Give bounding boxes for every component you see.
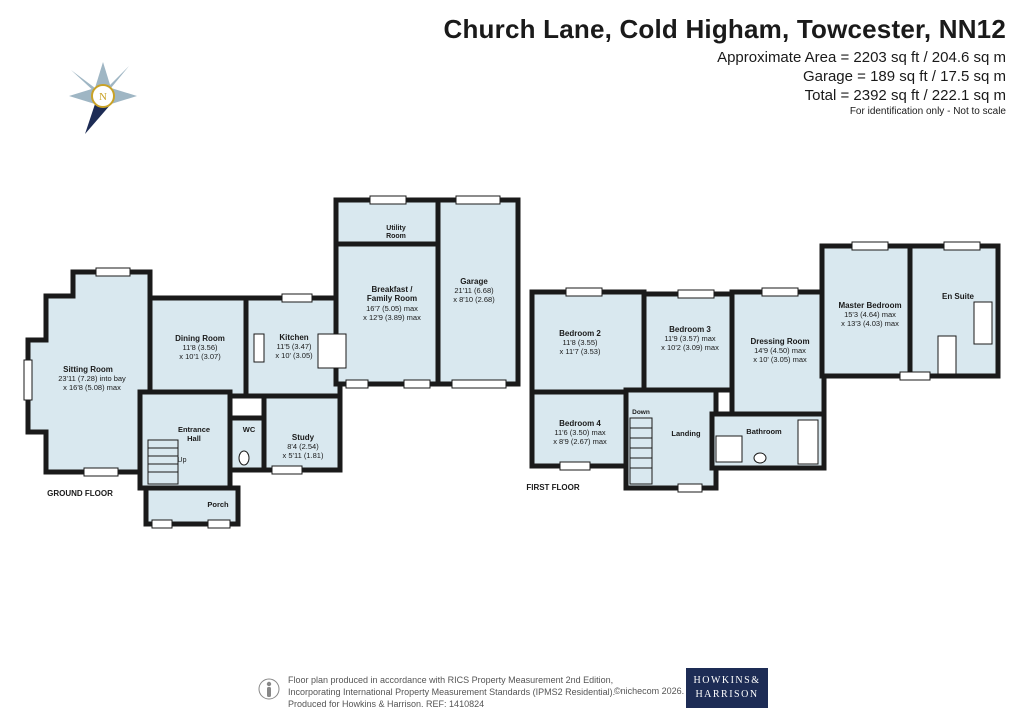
breakfast-dim1: 16'7 (5.05) max <box>366 304 418 313</box>
sitting-room-label: Sitting Room <box>63 365 113 374</box>
area-summary: Approximate Area = 2203 sq ft / 204.6 sq… <box>717 48 1006 105</box>
howkins-harrison-logo: HOWKINS& HARRISON <box>686 668 768 708</box>
bedroom-3-dim1: 11'9 (3.57) max <box>664 334 716 343</box>
staircase-first <box>629 417 653 485</box>
stairs-down-label: Down <box>632 409 650 416</box>
first-floor-label: FIRST FLOOR <box>526 483 580 492</box>
bedroom-3-dim2: x 10'2 (3.09) max <box>661 343 719 352</box>
footer-line-3: Produced for Howkins & Harrison. REF: 14… <box>288 699 485 709</box>
bedroom-4-dim2: x 8'9 (2.67) max <box>553 437 607 446</box>
garage-dim1: 21'11 (6.68) <box>454 286 494 295</box>
person-icon <box>258 678 280 700</box>
landing-label: Landing <box>671 429 701 438</box>
svg-text:N: N <box>99 91 107 103</box>
master-bedroom-dim1: 15'3 (4.64) max <box>844 310 896 319</box>
wc-label: WC <box>243 425 256 434</box>
landing <box>623 387 719 491</box>
breakfast-label-1: Breakfast / <box>372 285 414 294</box>
garage-dim2: x 8'10 (2.68) <box>453 295 495 304</box>
compass-icon: N <box>69 62 137 134</box>
dressing-room-dim2: x 10' (3.05) max <box>753 355 807 364</box>
bedroom-4-label: Bedroom 4 <box>559 419 601 428</box>
kitchen-dim2: x 10' (3.05) <box>275 351 313 360</box>
total-area: Total = 2392 sq ft / 222.1 sq m <box>804 87 1006 104</box>
sitting-room-dim1: 23'11 (7.28) into bay <box>58 374 126 383</box>
footer-line-2: Incorporating International Property Mea… <box>288 687 616 697</box>
study-label: Study <box>292 433 315 442</box>
ground-floor-label: GROUND FLOOR <box>47 489 113 498</box>
master-bedroom <box>819 243 913 379</box>
footer-text: Floor plan produced in accordance with R… <box>288 674 615 710</box>
entrance-label-1: Entrance <box>178 425 210 434</box>
breakfast-label-2: Family Room <box>367 294 417 303</box>
disclaimer: For identification only - Not to scale <box>849 106 1006 117</box>
utility-label-2: Room <box>386 233 406 240</box>
staircase-ground <box>147 439 179 485</box>
bedroom-2-label: Bedroom 2 <box>559 329 601 338</box>
footer-line-1: Floor plan produced in accordance with R… <box>288 675 614 685</box>
dressing-room-dim1: 14'9 (4.50) max <box>754 346 806 355</box>
dressing-room-label: Dressing Room <box>750 337 809 346</box>
master-bedroom-dim2: x 13'3 (4.03) max <box>841 319 899 328</box>
breakfast-dim2: x 12'9 (3.89) max <box>363 313 421 322</box>
nichecom-credit: ©nichecom 2026. <box>614 686 685 696</box>
sitting-room-dim2: x 16'8 (5.08) max <box>63 383 121 392</box>
garage-area: Garage = 189 sq ft / 17.5 sq m <box>802 68 1006 85</box>
bedroom-2-dim1: 11'8 (3.55) <box>562 338 598 347</box>
entrance-label-2: Hall <box>187 434 201 443</box>
en-suite-label: En Suite <box>942 292 975 301</box>
stairs-up-label: Up <box>178 457 187 464</box>
dining-room-label: Dining Room <box>175 334 225 343</box>
bedroom-2-dim2: x 11'7 (3.53) <box>560 347 601 356</box>
page-title: Church Lane, Cold Higham, Towcester, NN1… <box>443 14 1006 44</box>
logo-line-2: HARRISON <box>695 689 759 700</box>
approximate-area: Approximate Area = 2203 sq ft / 204.6 sq… <box>717 49 1006 66</box>
bedroom-4-dim1: 11'6 (3.50) max <box>554 428 606 437</box>
bathroom-label: Bathroom <box>746 427 782 436</box>
dining-room-dim1: 11'8 (3.56) <box>182 343 218 352</box>
master-bedroom-label: Master Bedroom <box>838 301 901 310</box>
bedroom-3 <box>641 291 735 393</box>
garage <box>435 197 521 387</box>
bedroom-3-label: Bedroom 3 <box>669 325 711 334</box>
logo-line-1: HOWKINS& <box>693 675 761 686</box>
porch <box>143 485 241 527</box>
utility-label-1: Utility <box>386 225 406 232</box>
study-dim2: x 5'11 (1.81) <box>283 451 324 460</box>
dining-room-dim2: x 10'1 (3.07) <box>179 352 221 361</box>
study <box>261 393 343 473</box>
garage-label: Garage <box>460 277 488 286</box>
kitchen-label: Kitchen <box>279 333 308 342</box>
study-dim1: 8'4 (2.54) <box>287 442 319 451</box>
kitchen-dim1: 11'5 (3.47) <box>276 342 312 351</box>
porch-label: Porch <box>207 500 229 509</box>
